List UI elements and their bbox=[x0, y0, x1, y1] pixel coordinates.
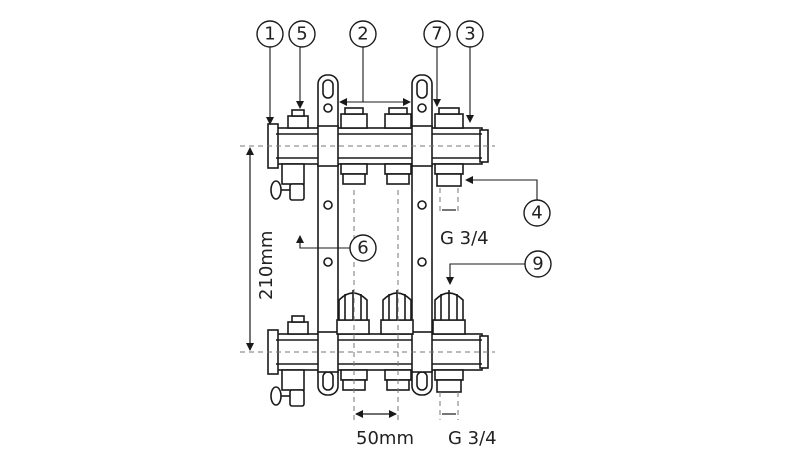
callout-3: 3 bbox=[456, 20, 484, 48]
spacing-dimension-label: 50mm bbox=[356, 428, 414, 449]
callout-1: 1 bbox=[256, 20, 284, 48]
callout-5: 5 bbox=[288, 20, 316, 48]
svg-text:5: 5 bbox=[296, 24, 307, 45]
leader-lines bbox=[266, 46, 538, 285]
callout-6: 6 bbox=[349, 234, 377, 262]
svg-text:9: 9 bbox=[532, 254, 543, 275]
svg-text:7: 7 bbox=[431, 24, 442, 45]
bottom-outlets bbox=[340, 369, 464, 393]
thread-top-label: G 3/4 bbox=[440, 228, 489, 249]
svg-text:3: 3 bbox=[464, 24, 475, 45]
callout-9: 9 bbox=[524, 250, 552, 278]
callout-2: 2 bbox=[349, 20, 377, 48]
top-valve-caps bbox=[340, 107, 464, 129]
thread-bottom-label: G 3/4 bbox=[448, 428, 497, 449]
air-vent-top bbox=[287, 109, 309, 129]
drain-valve-bottom bbox=[270, 369, 305, 407]
svg-text:2: 2 bbox=[357, 24, 368, 45]
callout-7: 7 bbox=[423, 20, 451, 48]
svg-text:6: 6 bbox=[357, 238, 368, 259]
centerlines bbox=[240, 145, 495, 420]
svg-text:4: 4 bbox=[531, 203, 542, 224]
svg-text:1: 1 bbox=[264, 24, 275, 45]
flow-regulators bbox=[336, 290, 466, 335]
top-outlets bbox=[340, 163, 464, 187]
callout-4: 4 bbox=[523, 199, 551, 227]
air-vent-bottom bbox=[287, 315, 309, 335]
drain-valve-top bbox=[270, 163, 305, 201]
height-dimension-label: 210mm bbox=[256, 231, 277, 300]
